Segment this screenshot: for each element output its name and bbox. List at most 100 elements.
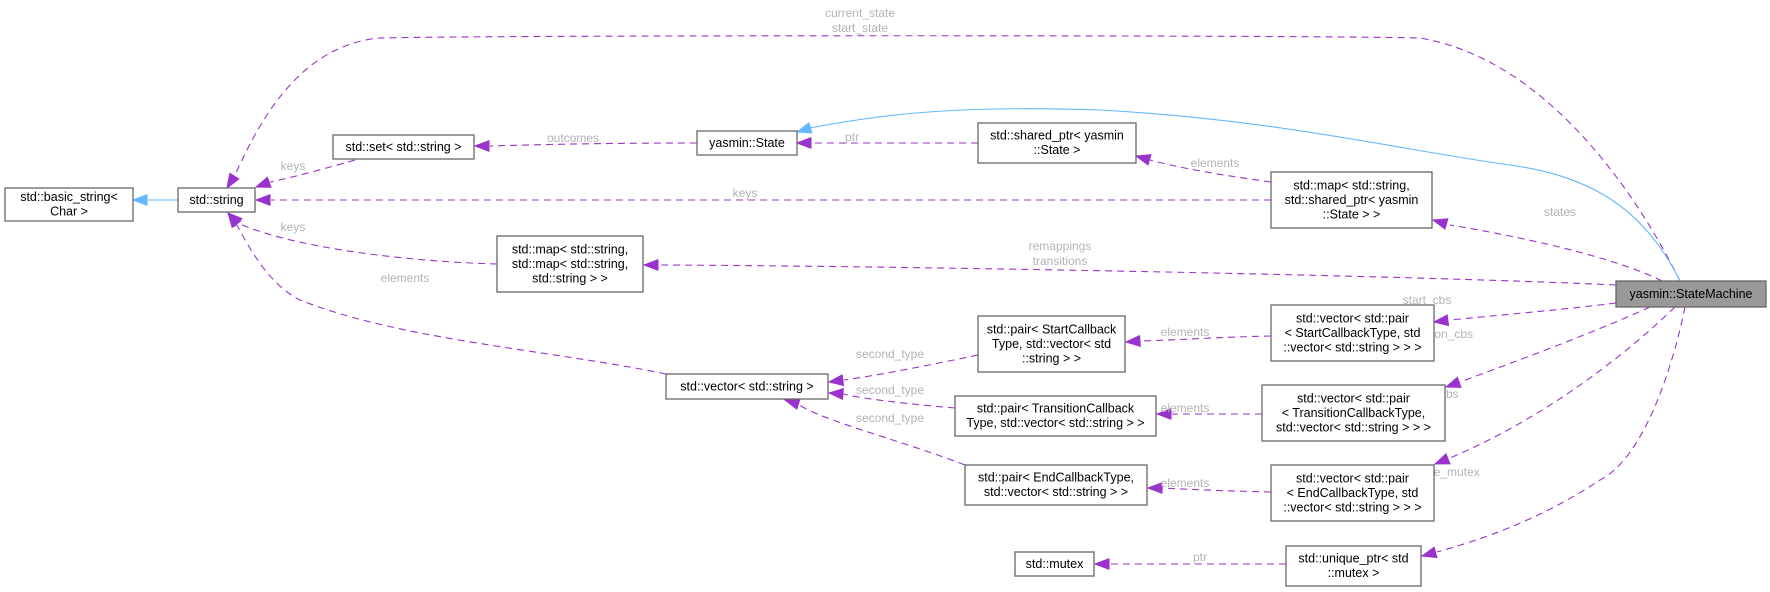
usage-line [1139,335,1272,342]
arrowhead-icon [827,388,844,401]
edge-label: second_type [856,347,924,361]
node-label: std::map< std::string, [512,257,628,271]
usage-line [1436,306,1686,553]
node-state-machine[interactable]: yasmin::StateMachine [1615,280,1767,308]
node-box[interactable] [1285,545,1422,587]
arrowhead-icon [795,136,812,150]
edge-label: outcomes [547,131,599,145]
usage-line [659,264,1617,286]
edge-label: second_type [856,383,924,397]
edge-vector_transition-to-pair_transition: elements [1155,401,1263,421]
node-pair-end[interactable]: std::pair< EndCallbackType,std::vector< … [964,464,1148,506]
usage-line [239,223,498,265]
node-box[interactable] [1270,171,1433,229]
node-unique-ptr[interactable]: std::unique_ptr< std::mutex > [1285,545,1422,587]
node-state[interactable]: yasmin::State [696,130,798,156]
node-label: std::pair< StartCallback [987,322,1117,336]
edge-pair_end-to-vector_string: second_type [783,398,966,466]
node-box[interactable] [964,464,1148,506]
node-set[interactable]: std::set< std::string > [332,134,475,160]
node-label: std::mutex [1026,557,1084,571]
node-label: std::vector< std::string > > > [1276,420,1431,434]
node-label: ::mutex > [1328,566,1380,580]
node-box[interactable] [954,395,1157,437]
edge-unique_ptr-to-mutex: ptr [1093,550,1287,571]
edge-set-to-string: keys [254,159,356,188]
node-box[interactable] [496,235,644,293]
node-box[interactable] [977,122,1137,164]
edge-label: start_cbs [1403,293,1452,307]
node-vector-start[interactable]: std::vector< std::pair< StartCallbackTyp… [1270,304,1435,362]
node-box[interactable] [1261,384,1446,442]
node-map-states[interactable]: std::map< std::string,std::shared_ptr< y… [1270,171,1433,229]
node-pair-start[interactable]: std::pair< StartCallbackType, std::vecto… [977,315,1126,373]
node-label: std::unique_ptr< std [1298,552,1408,566]
node-box[interactable] [4,187,134,222]
arrowhead-icon [1433,453,1451,465]
node-label: yasmin::StateMachine [1630,287,1753,301]
usage-line [489,142,698,147]
edge-label: elements [1161,325,1210,339]
edge-label: start_state [832,21,888,35]
node-box[interactable] [665,373,829,400]
node-vector-end[interactable]: std::vector< std::pair< EndCallbackType,… [1270,464,1435,522]
node-box[interactable] [1014,551,1095,577]
node-box[interactable] [1615,280,1767,308]
edge-map_map-to-string: keys [226,212,498,265]
edge-label: elements [381,271,430,285]
usage-line [842,393,956,409]
node-label: ::vector< std::string > > > [1283,340,1421,354]
node-label: std::vector< std::pair [1296,471,1409,485]
node-mutex[interactable]: std::mutex [1014,551,1095,577]
node-vector-string[interactable]: std::vector< std::string > [665,373,829,400]
arrowhead-icon [473,139,490,153]
node-box[interactable] [977,315,1126,373]
arrowhead-icon [226,172,240,190]
node-label: < TransitionCallbackType, [1282,406,1425,420]
arrowhead-icon [254,176,272,188]
node-label: < EndCallbackType, std [1287,486,1419,500]
usage-line [797,403,966,466]
node-label: Type, std::vector< std [992,337,1111,351]
node-vector-transition[interactable]: std::vector< std::pair< TransitionCallba… [1261,384,1446,442]
inheritance-line [809,108,1681,282]
edge-label: current_state [825,6,895,20]
arrowhead-icon [783,398,801,411]
usage-line [1149,159,1272,183]
node-string[interactable]: std::string [177,187,256,213]
arrowhead-icon [1155,407,1172,421]
node-shared-ptr[interactable]: std::shared_ptr< yasmin::State > [977,122,1137,164]
node-box[interactable] [332,134,475,160]
node-label: std::string > > [532,271,608,285]
arrowhead-icon [827,374,845,387]
edge-pair_transition-to-vector_string: second_type [827,383,956,409]
usage-line [269,159,356,183]
node-label: ::State > [1034,143,1081,157]
edge-label: states [1544,205,1576,219]
edge-label: remappings [1029,239,1092,253]
arrowhead-icon [254,193,271,207]
arrowhead-icon [1420,546,1438,559]
node-label: ::State > > [1323,207,1381,221]
node-box[interactable] [696,130,798,156]
node-label: Char > [50,205,88,219]
node-label: ::vector< std::string > > > [1283,500,1421,514]
usage-line [1449,306,1676,459]
node-map-map[interactable]: std::map< std::string,std::map< std::str… [496,235,644,293]
node-pair-transition[interactable]: std::pair< TransitionCallbackType, std::… [954,395,1157,437]
node-label: std::basic_string< [20,190,118,204]
arrowhead-icon [1093,557,1110,571]
usage-line [236,224,667,375]
edge-state_machine-to-vector_transition: transition_cbs [1399,306,1651,388]
node-label: Type, std::vector< std::string > > [966,416,1144,430]
node-basic-string[interactable]: std::basic_string<Char > [4,187,134,222]
edge-label: ptr [1193,550,1207,564]
node-box[interactable] [1270,464,1435,522]
node-box[interactable] [177,187,256,213]
node-box[interactable] [1270,304,1435,362]
arrowhead-icon [227,211,242,229]
usage-line [1459,306,1651,383]
arrowhead-icon [1444,376,1462,388]
arrowhead-icon [1432,314,1450,327]
